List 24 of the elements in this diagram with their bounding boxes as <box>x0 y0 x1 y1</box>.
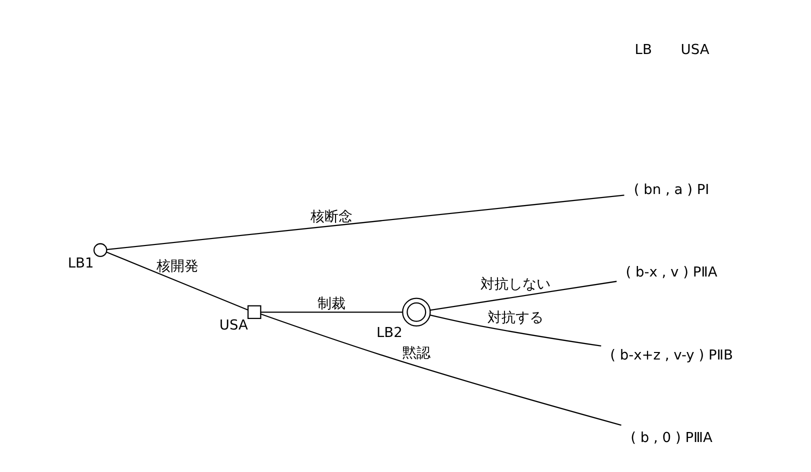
connector <box>430 280 617 311</box>
node-text: ( b-x+z , v-y ) PⅡB <box>610 347 734 364</box>
edge-label: 制裁 <box>317 296 346 312</box>
node-circle <box>402 298 431 326</box>
node-text: ( bn , a ) PⅠ <box>634 182 710 198</box>
label: USA <box>680 42 710 58</box>
edge-label: 核開発 <box>156 258 198 274</box>
edge-label: 対抗する <box>487 310 544 326</box>
node-label: USA <box>219 318 248 334</box>
connector <box>106 252 248 311</box>
connector <box>260 312 402 313</box>
label: LB <box>634 42 652 58</box>
node-text: ( b , 0 ) PⅢA <box>630 430 712 446</box>
edge-label: 核断念 <box>310 208 352 225</box>
node-label: LB2 <box>376 324 402 341</box>
connector <box>430 314 602 347</box>
connector <box>260 314 622 426</box>
node-text: ( b-x , v ) PⅡA <box>626 264 718 281</box>
node-label: LB1 <box>68 255 94 272</box>
edge-label: 対抗しない <box>480 276 550 293</box>
connector <box>106 194 624 250</box>
node-circle <box>93 243 108 257</box>
node-box <box>247 305 262 320</box>
edge-label: 黙認 <box>402 346 430 362</box>
